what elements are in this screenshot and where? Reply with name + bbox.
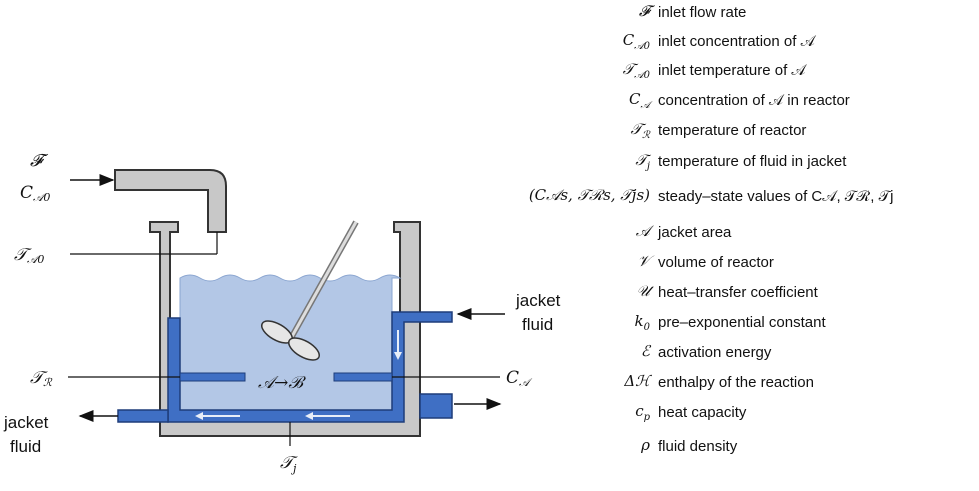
legend-symbol: C𝒜0 [622, 30, 650, 52]
legend-symbol: ℰ [640, 341, 650, 360]
legend-description: inlet flow rate [658, 3, 747, 21]
legend-description: fluid density [658, 437, 738, 455]
legend-description: temperature of reactor [658, 121, 807, 139]
reaction-label: 𝒜→ℬ [258, 373, 306, 393]
jacket-in-label-line2: fluid [522, 315, 553, 334]
inlet-pipe [114, 169, 227, 233]
legend-row: C𝒜 concentration of 𝒜 in reactor [470, 88, 850, 112]
feed-flow-label: 𝓕 [30, 151, 49, 171]
legend-description: volume of reactor [658, 253, 774, 271]
reactor-tank [149, 221, 421, 437]
legend-description: enthalpy of the reaction [658, 373, 814, 391]
legend-description: pre–exponential constant [658, 313, 826, 331]
legend-row: 𝒯ℛ temperature of reactor [470, 118, 807, 142]
legend-symbol: 𝒯ℛ [630, 119, 650, 141]
legend-row: Δℋ enthalpy of the reaction [470, 370, 814, 394]
legend-row: 𝒯𝒜0 inlet temperature of 𝒜 [470, 58, 806, 82]
legend-symbol: cp [635, 401, 650, 423]
temperature-probe [179, 372, 246, 382]
legend-symbol: 𝒯𝒜0 [622, 59, 650, 81]
feed-temp-label: 𝒯𝒜0 [14, 245, 44, 266]
stirrer [260, 220, 359, 361]
feed-conc-label: C𝒜0 [20, 183, 50, 204]
legend-description: inlet temperature of 𝒜 [658, 61, 806, 79]
legend-description: heat capacity [658, 403, 747, 421]
legend-symbol: 𝒜 [635, 221, 650, 240]
legend-row: C𝒜0 inlet concentration of 𝒜 [470, 29, 815, 53]
legend-description: inlet concentration of 𝒜 [658, 32, 815, 50]
legend-symbol: 𝒱 [637, 251, 651, 270]
legend-row: cp heat capacity [470, 400, 746, 424]
reactor-temp-label: 𝒯ℛ [30, 368, 53, 389]
legend-row: ρ fluid density [470, 434, 737, 458]
jacket-out-label-line1: jacket [3, 413, 49, 432]
jacket-out-label-line2: fluid [10, 437, 41, 456]
legend-description: steady–state values of C𝒜, 𝒯ℛ, 𝒯j [658, 187, 894, 205]
legend-symbol: 𝒰 [636, 281, 650, 300]
legend-row: 𝒯j temperature of fluid in jacket [470, 149, 846, 173]
legend-symbol: Δℋ [624, 371, 650, 390]
concentration-probe [333, 372, 393, 382]
legend-description: jacket area [658, 223, 732, 241]
legend-description: heat–transfer coefficient [658, 283, 818, 301]
legend-symbol: C𝒜 [629, 89, 650, 111]
legend-description: activation energy [658, 343, 772, 361]
legend-row: k0 pre–exponential constant [470, 310, 826, 334]
legend-description: temperature of fluid in jacket [658, 152, 847, 170]
jacket-temp-label: 𝒯j [280, 453, 298, 475]
legend-symbol: 𝓕 [638, 1, 650, 20]
legend-symbol: (C𝒜s, 𝒯ℛs, 𝒯js) [528, 185, 650, 204]
legend-row: (C𝒜s, 𝒯ℛs, 𝒯js) steady–state values of C𝒜… [470, 184, 894, 208]
legend-description: concentration of 𝒜 in reactor [658, 91, 850, 109]
legend-symbol: ρ [641, 435, 650, 454]
jacket-in-label-line1: jacket [515, 291, 561, 310]
legend-symbol: k0 [634, 311, 650, 333]
legend-symbol: 𝒯j [635, 150, 650, 172]
